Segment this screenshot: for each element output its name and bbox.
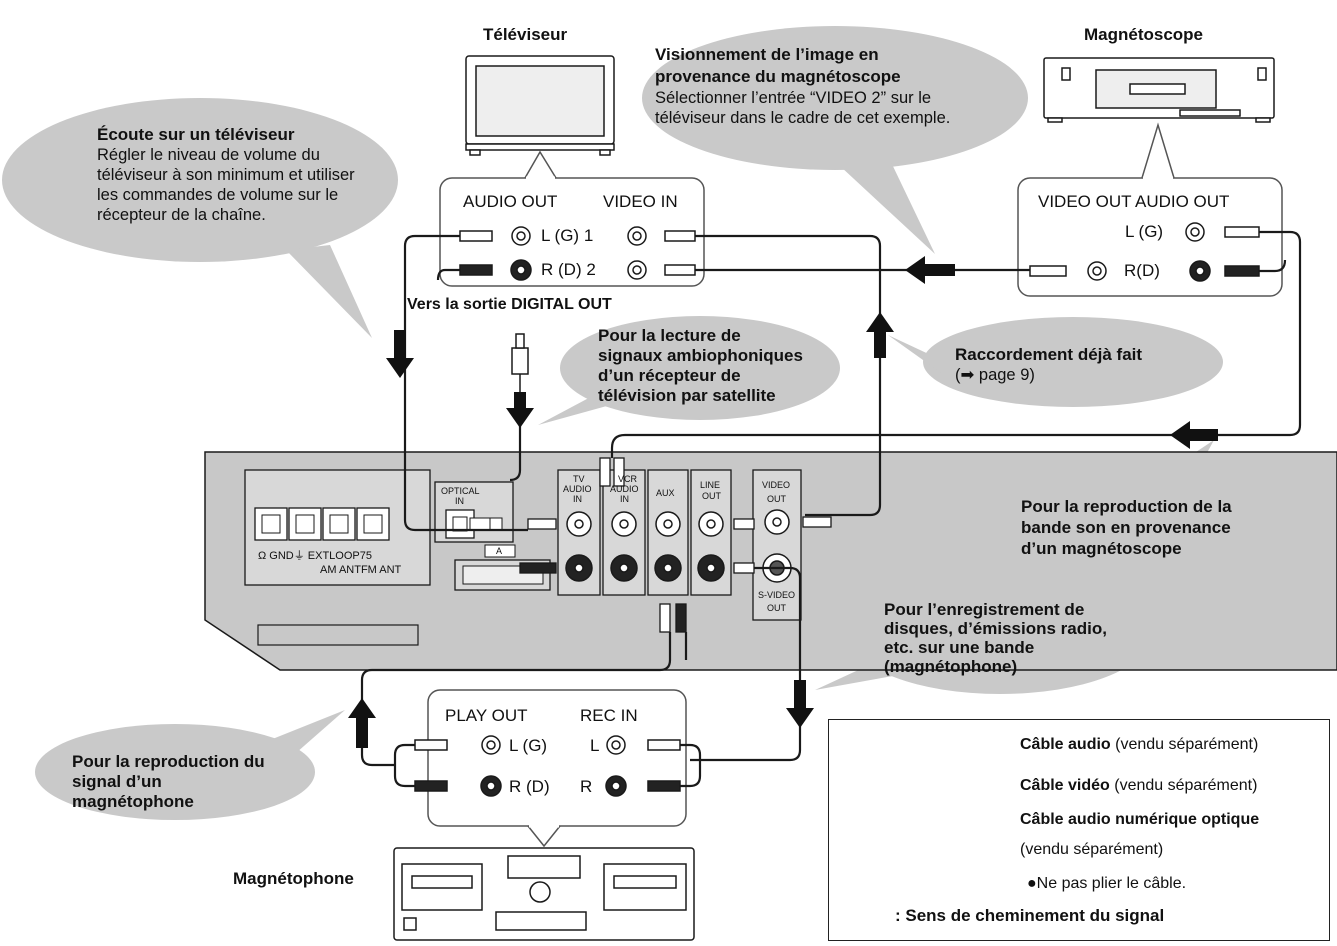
legend-optical-cable-note: (vendu séparément) <box>1020 841 1164 858</box>
callout-satellite: Pour la lecture de signaux ambiophonique… <box>598 326 803 406</box>
tv-device <box>465 55 615 156</box>
callout-tv-listen: Écoute sur un téléviseur Régler le nivea… <box>97 125 355 225</box>
callout-tv-listen-bubble <box>2 98 398 338</box>
vcr-audio-in-label-3: IN <box>620 494 629 504</box>
optical-plug <box>511 333 529 392</box>
optical-in-label-2: IN <box>455 496 464 506</box>
callout-satellite-line-2: signaux ambiophoniques <box>598 346 803 365</box>
callout-tv-listen-line-1: Régler le niveau de volume du <box>97 146 320 164</box>
deck-row2-left-label: R (D) <box>509 777 550 796</box>
digital-out-label: Vers la sortie DIGITAL OUT <box>407 296 612 313</box>
vcr-header-label: VIDEO OUT AUDIO OUT <box>1038 192 1230 211</box>
legend-audio-cable: Câble audio (vendu séparément) <box>1020 736 1258 754</box>
legend-no-bend-note: ●Ne pas plier le câble. <box>1027 875 1187 892</box>
optical-in-label-1: OPTICAL <box>441 486 480 496</box>
tv-panel-jacks <box>459 226 696 281</box>
callout-done-title: Raccordement déjà fait <box>955 345 1143 364</box>
callout-done-note: (➡ page 9) <box>955 366 1035 384</box>
tv-row2-label: R (D) 2 <box>541 260 596 279</box>
legend-audio-cable-note: (vendu séparément) <box>1110 736 1259 753</box>
vcr-audio-in-label-1: VCR <box>618 474 638 484</box>
aux-label: AUX <box>656 488 675 498</box>
tv-label: Téléviseur <box>483 25 568 44</box>
callout-vcr-sound-line-3: d’un magnétoscope <box>1021 539 1182 558</box>
callout-tv-listen-line-2: téléviseur à son minimum et utiliser <box>97 166 355 184</box>
terminal-row-label: Ω GND⏚ EXTLOOP75 <box>258 550 372 562</box>
callout-deck-play-line-3: magnétophone <box>72 792 194 811</box>
antenna-label: AM ANTFM ANT <box>320 564 402 576</box>
callout-deck-play-line-2: signal d’un <box>72 772 162 791</box>
tape-deck-device <box>393 847 695 941</box>
callout-vcr-sound: Pour la reproduction de la bande son en … <box>1021 496 1232 559</box>
callout-satellite-line-4: télévision par satellite <box>598 386 776 405</box>
deck-row2-right-label: R <box>580 777 593 796</box>
cables <box>360 230 1302 788</box>
callout-satellite-line-3: d’un récepteur de <box>598 366 741 385</box>
vcr-audio-in-label-2: AUDIO <box>610 484 639 494</box>
callout-record-line-1: Pour l’enregistrement de <box>884 600 1085 619</box>
legend-video-cable-label: Câble vidéo <box>1020 777 1110 794</box>
tv-audio-in-label-3: IN <box>573 494 582 504</box>
callout-deck-play-line-1: Pour la reproduction du <box>72 752 265 771</box>
tape-deck-label: Magnétophone <box>233 869 354 888</box>
callout-satellite-bubble <box>538 316 840 425</box>
deck-row1-right-label: L <box>590 736 600 755</box>
tv-audio-in-label-2: AUDIO <box>563 484 592 494</box>
deck-row1-left-label: L (G) <box>509 736 548 755</box>
tv-audio-in-label-1: TV <box>573 474 585 484</box>
legend-video-cable: Câble vidéo (vendu séparément) <box>1020 777 1257 795</box>
deck-play-out-label: PLAY OUT <box>445 706 528 725</box>
callout-tv-listen-line-3: les commandes de volume sur le <box>97 186 339 204</box>
callout-record-line-4: (magnétophone) <box>884 657 1018 676</box>
tv-video-in-label: VIDEO IN <box>603 192 678 211</box>
callout-vcr-view-bubble <box>642 26 1028 254</box>
tv-audio-out-label: AUDIO OUT <box>463 192 558 211</box>
callout-deck-play: Pour la reproduction du signal d’un magn… <box>72 752 265 812</box>
jack-a-label: A <box>496 546 503 556</box>
callout-vcr-view-line-1: Sélectionner l’entrée “VIDEO 2” sur le <box>655 89 932 107</box>
deck-rec-in-label: REC IN <box>580 706 638 725</box>
callout-vcr-sound-line-1: Pour la reproduction de la <box>1021 497 1232 516</box>
callout-done: Raccordement déjà fait (➡ page 9) <box>955 345 1142 385</box>
video-out-label-2: OUT <box>767 494 786 504</box>
tv-panel-frame <box>439 150 705 287</box>
callout-deck-play-bubble <box>35 710 345 820</box>
tv-row1-label: L (G) 1 <box>541 226 594 245</box>
legend-optical-cable-label: Câble audio numérique optique <box>1020 811 1260 828</box>
callout-done-bubble <box>888 317 1223 407</box>
line-out-label-2: OUT <box>702 491 721 501</box>
vcr-row1-label: L (G) <box>1125 222 1164 241</box>
vcr-panel-jacks <box>1029 222 1260 282</box>
callout-tv-listen-line-4: récepteur de la chaîne. <box>97 206 266 224</box>
vcr-panel-frame <box>1017 122 1283 297</box>
callout-record: Pour l’enregistrement de disques, d’émis… <box>884 600 1107 676</box>
callout-vcr-view: Visionnement de l’image en provenance du… <box>655 44 950 128</box>
receiver-body <box>204 451 1337 671</box>
video-out-label-1: VIDEO <box>762 480 791 490</box>
callout-satellite-line-1: Pour la lecture de <box>598 326 741 345</box>
callout-vcr-sound-line-2: bande son en provenance <box>1021 518 1231 537</box>
callout-vcr-view-title-1: Visionnement de l’image en <box>655 45 879 64</box>
svideo-out-label-2: OUT <box>767 603 786 613</box>
callout-vcr-view-title-2: provenance du magnétoscope <box>655 67 901 86</box>
legend-video-cable-note: (vendu séparément) <box>1109 777 1258 794</box>
callout-vcr-view-line-2: téléviseur dans le cadre de cet exemple. <box>655 109 951 127</box>
legend-box <box>828 719 1330 941</box>
signal-arrows <box>348 256 1218 748</box>
callout-record-line-2: disques, d’émissions radio, <box>884 619 1107 638</box>
vcr-device <box>1043 57 1275 123</box>
callout-tv-listen-title: Écoute sur un téléviseur <box>97 125 295 144</box>
callout-record-line-3: etc. sur une bande <box>884 638 1035 657</box>
vcr-label: Magnétoscope <box>1084 25 1204 44</box>
vcr-row2-label: R(D) <box>1124 261 1160 280</box>
line-out-label-1: LINE <box>700 480 721 490</box>
legend-audio-cable-label: Câble audio <box>1020 736 1111 753</box>
legend-signal-direction: : Sens de cheminement du signal <box>895 906 1165 925</box>
svideo-out-label-1: S-VIDEO <box>758 590 796 600</box>
